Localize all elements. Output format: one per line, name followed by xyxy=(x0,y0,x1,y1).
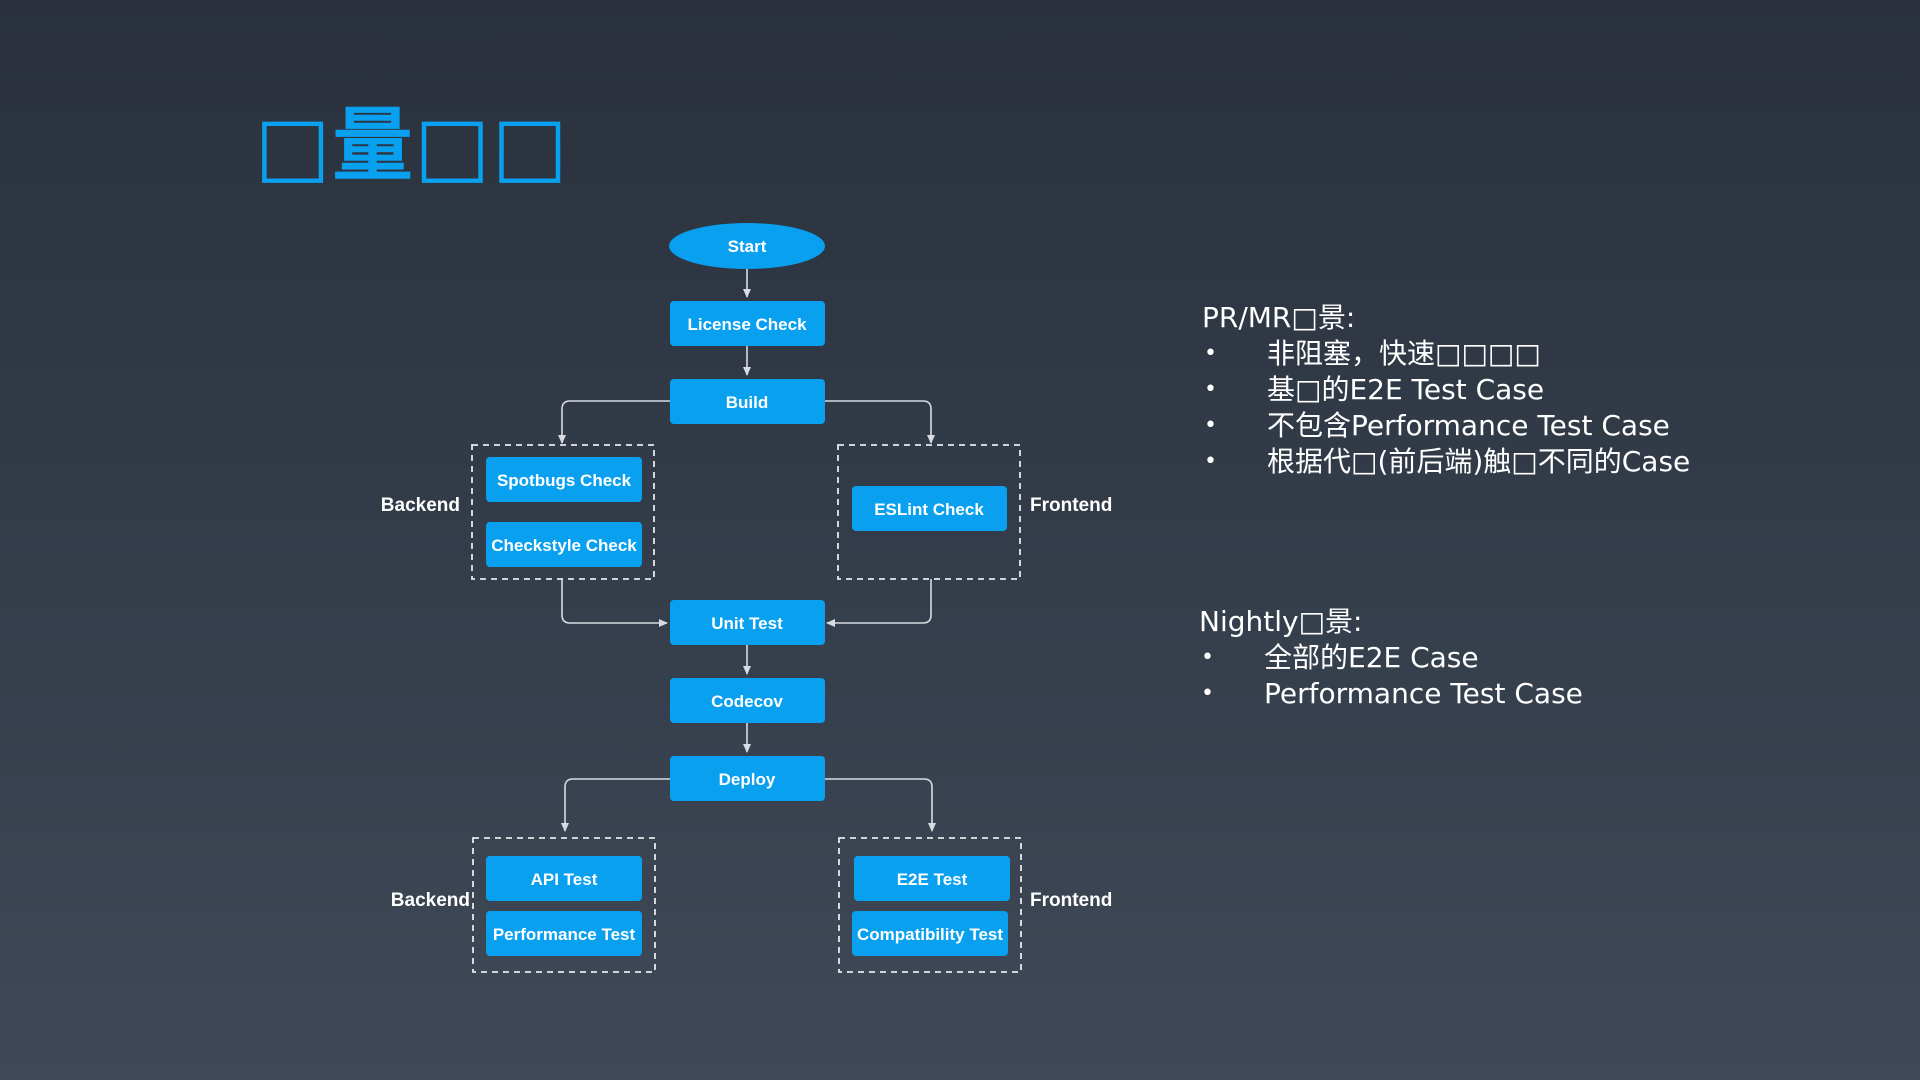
label-frontend-top: Frontend xyxy=(1030,495,1112,516)
node-license-check: License Check xyxy=(670,301,825,346)
connectors xyxy=(558,269,936,832)
node-compatibility-test-label: Compatibility Test xyxy=(857,925,1003,944)
list-item: •全部的E2E Case xyxy=(1201,641,1479,674)
pr-scenario-notes: PR/MR□景: •非阻塞，快速□□□□ •基□的E2E Test Case •… xyxy=(1202,300,1690,480)
frontend-test-group xyxy=(838,837,1022,973)
bullet-icon: • xyxy=(1204,341,1217,366)
list-item: •不包含Performance Test Case xyxy=(1204,409,1670,442)
bullet-icon: • xyxy=(1201,645,1214,670)
nightly-scenario-list: •全部的E2E Case •Performance Test Case xyxy=(1199,640,1583,712)
connector-deploy-frontend xyxy=(825,778,936,832)
list-item: •非阻塞，快速□□□□ xyxy=(1204,337,1541,370)
node-build: Build xyxy=(670,379,825,424)
nightly-scenario-notes: Nightly□景: •全部的E2E Case •Performance Tes… xyxy=(1199,604,1583,712)
node-start-label: Start xyxy=(728,237,767,256)
label-frontend-bottom: Frontend xyxy=(1030,890,1112,911)
backend-test-group xyxy=(472,837,656,973)
backend-check-group xyxy=(471,444,655,580)
connector-deploy-backend xyxy=(561,778,670,832)
bullet-icon: • xyxy=(1201,681,1214,706)
node-unit-test: Unit Test xyxy=(670,600,825,645)
node-api-test-label: API Test xyxy=(531,870,598,889)
list-item: •基□的E2E Test Case xyxy=(1204,373,1545,406)
node-performance-test-label: Performance Test xyxy=(493,925,636,944)
node-license-check-label: License Check xyxy=(687,315,807,334)
connector-build-backend xyxy=(558,400,670,444)
node-deploy-label: Deploy xyxy=(719,770,776,789)
node-codecov-label: Codecov xyxy=(711,692,783,711)
node-e2e-test: E2E Test xyxy=(854,856,1010,901)
pr-scenario-list: •非阻塞，快速□□□□ •基□的E2E Test Case •不包含Perfor… xyxy=(1202,336,1690,480)
frontend-check-group xyxy=(837,444,1021,580)
node-checkstyle-check-label: Checkstyle Check xyxy=(491,536,637,555)
node-codecov: Codecov xyxy=(670,678,825,723)
pr-scenario-heading: PR/MR□景: xyxy=(1202,301,1356,334)
nightly-scenario-heading: Nightly□景: xyxy=(1199,605,1363,638)
connector-backend-unittest xyxy=(561,579,668,627)
bullet-icon: • xyxy=(1204,449,1217,474)
node-checkstyle-check: Checkstyle Check xyxy=(486,522,642,567)
node-api-test: API Test xyxy=(486,856,642,901)
node-spotbugs-check-label: Spotbugs Check xyxy=(497,471,632,490)
group-boxes xyxy=(471,444,1022,973)
connector-frontend-unittest xyxy=(826,579,932,627)
node-build-label: Build xyxy=(726,393,769,412)
label-backend-top: Backend xyxy=(381,495,460,516)
node-compatibility-test: Compatibility Test xyxy=(852,911,1008,956)
node-spotbugs-check: Spotbugs Check xyxy=(486,457,642,502)
list-item: •Performance Test Case xyxy=(1201,677,1583,710)
node-performance-test: Performance Test xyxy=(486,911,642,956)
node-deploy: Deploy xyxy=(670,756,825,801)
slide-title: □量□□ xyxy=(255,99,570,192)
connector-build-frontend xyxy=(825,400,935,444)
node-eslint-check-label: ESLint Check xyxy=(874,500,984,519)
list-item: •根据代□(前后端)触□不同的Case xyxy=(1204,445,1691,478)
bullet-icon: • xyxy=(1204,377,1217,402)
node-eslint-check: ESLint Check xyxy=(852,486,1007,531)
node-e2e-test-label: E2E Test xyxy=(897,870,968,889)
node-unit-test-label: Unit Test xyxy=(711,614,783,633)
node-start: Start xyxy=(669,223,825,269)
label-backend-bottom: Backend xyxy=(391,890,470,911)
bullet-icon: • xyxy=(1204,413,1217,438)
